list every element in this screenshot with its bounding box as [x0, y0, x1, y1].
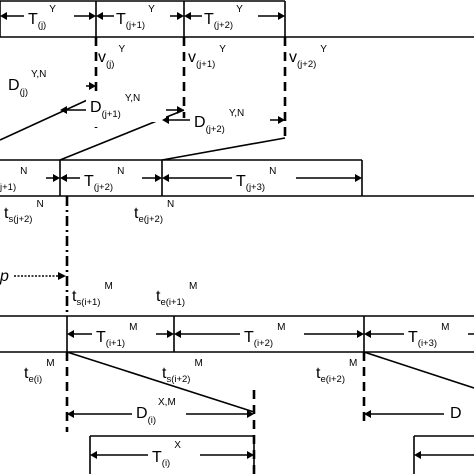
label-T-j1-Y: T(j+1)Y: [116, 4, 155, 31]
arrowhead: [90, 451, 97, 459]
arrowhead: [162, 116, 169, 124]
label-v-j2-Y: v(j+2)Y: [289, 44, 327, 70]
arrowhead: [60, 174, 67, 182]
arrowhead: [167, 330, 174, 338]
timeline-n: j+1)N T(j+2)N T(j+3)N: [0, 159, 474, 197]
arrowhead: [184, 12, 191, 20]
arrowhead: [278, 12, 285, 20]
arrowhead: [89, 82, 96, 90]
label-T-i-X: T(i)X: [152, 440, 181, 469]
arrowhead: [414, 451, 421, 459]
timeline-y: T(j)Y T(j+1)Y T(j+2)Y: [0, 0, 474, 38]
arrowhead: [364, 330, 371, 338]
arrowhead: [89, 12, 96, 20]
arrowhead: [177, 12, 184, 20]
arrowhead: [278, 116, 285, 124]
label-te-i2-M: te(i+2)M: [316, 358, 357, 385]
arrowhead: [355, 174, 362, 182]
label-te-i-M: te(i)M: [24, 358, 55, 385]
label-ts-j2-N: ts(j+2)N: [4, 199, 44, 225]
label-te-j2-N: te(j+2)N: [134, 199, 174, 225]
label-p: p: [0, 268, 9, 285]
label-D-i-XM: D(i)X,M: [136, 397, 176, 426]
arrowhead: [162, 174, 169, 182]
label-T-j3-N: T(j+3)N: [236, 166, 276, 193]
label-ts-i2-M: ts(i+2)M: [162, 358, 203, 385]
arrowhead: [247, 410, 254, 418]
timeline-x: T(i)X: [89, 435, 474, 474]
arrowhead: [174, 330, 181, 338]
timeline-m: T(i+1)M T(i+2)M T(i+3)M: [0, 315, 474, 353]
slope-line: [66, 351, 255, 413]
label-T-i3-M: T(i+3)M: [408, 322, 449, 349]
label-T-j2-Y: T(j+2)Y: [204, 4, 243, 31]
arrowhead: [364, 410, 371, 418]
slope-line: [161, 137, 286, 161]
label-T-i1-M: T(i+1)M: [96, 322, 137, 349]
label-v-j1-Y: v(j+1)Y: [188, 44, 226, 70]
label-T-j2-N: T(j+2)N: [84, 166, 124, 193]
arrowhead: [67, 330, 74, 338]
label-D-j2-YN: D(j+2)Y,N: [194, 108, 244, 135]
label-v-j-Y: v(j)Y: [98, 44, 125, 70]
slope-line: [363, 351, 474, 389]
label-T-i2-M: T(i+2)M: [244, 322, 285, 349]
arrowhead: [177, 106, 184, 114]
arrowhead: [155, 174, 162, 182]
arrowhead: [67, 410, 74, 418]
label-D-j-YN: D(j)Y,N: [8, 69, 46, 98]
arrowhead: [96, 12, 103, 20]
label-T-j-Y: T(j)Y: [28, 4, 56, 31]
arrowhead: [0, 12, 7, 20]
slope-line: [0, 95, 97, 141]
arrowhead: [357, 330, 364, 338]
label-ts-i1-M: ts(i+1)M: [72, 281, 113, 308]
arrowhead: [53, 174, 60, 182]
arrowhead: [58, 272, 66, 280]
label-te-i1-M: te(i+1)M: [156, 281, 197, 308]
label-D-partial: D: [450, 405, 462, 422]
label-D-j1-YN: D(j+1)Y,N: [90, 93, 140, 120]
arrowhead: [247, 451, 254, 459]
arrowhead: [60, 106, 67, 114]
label-T-j1-N: j+1)N: [0, 166, 27, 193]
